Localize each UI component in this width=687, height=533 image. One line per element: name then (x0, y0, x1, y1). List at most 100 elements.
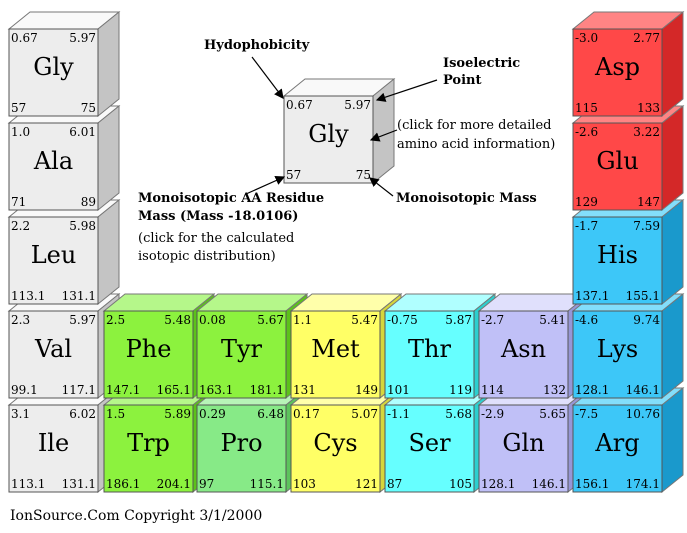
monoisotopic-mass-value: 174.1 (625, 477, 660, 491)
isoelectric-point-value: 5.97 (69, 31, 96, 45)
isoelectric-point-value: 5.47 (351, 313, 378, 327)
isoelectric-point-value: 3.22 (633, 125, 660, 139)
residue-mass-value[interactable]: 71 (11, 195, 27, 209)
amino-acid-symbol: His (597, 241, 638, 269)
amino-acid-symbol: Arg (595, 429, 640, 457)
monoisotopic-mass-value: 131.1 (61, 477, 96, 491)
isoelectric-point-value: 7.59 (633, 219, 660, 233)
legend-cube-face[interactable]: 0.67 5.97 Gly 57 75 (284, 96, 373, 183)
residue-mass-value[interactable]: 113.1 (11, 289, 46, 303)
amino-acid-symbol: Tyr (220, 335, 263, 363)
monoisotopic-mass-value: 89 (80, 195, 96, 209)
footer-copyright: IonSource.Com Copyright 3/1/2000 (10, 508, 263, 524)
monoisotopic-mass-value: 146.1 (625, 383, 660, 397)
residue-mass-value[interactable]: 99.1 (11, 383, 38, 397)
residue-mass-value[interactable]: 103 (293, 477, 316, 491)
click-isotopic-line2: isotopic distribution) (138, 249, 276, 264)
residue-mass-value[interactable]: 163.1 (199, 383, 234, 397)
monoisotopic-mass-value: 146.1 (531, 477, 566, 491)
cube-his-shading (571, 198, 685, 306)
click-detail-line1: (click for more detailed (397, 118, 552, 133)
arrow-hydrophobicity (251, 56, 284, 99)
hydrophobicity-value: -1.7 (575, 219, 599, 233)
click-detail-line2: amino acid information) (397, 137, 556, 152)
legend-residue-mass[interactable]: 57 (286, 168, 302, 182)
hydrophobicity-value: -4.6 (575, 313, 599, 327)
residue-mass-value[interactable]: 137.1 (575, 289, 610, 303)
amino-acid-symbol: Trp (127, 429, 170, 457)
residue-mass-value[interactable]: 131 (293, 383, 316, 397)
isoelectric-point-value: 2.77 (633, 31, 660, 45)
residue-mass-value[interactable]: 114 (481, 383, 504, 397)
residue-mass-value[interactable]: 156.1 (575, 477, 610, 491)
amino-acid-symbol: Thr (408, 335, 451, 363)
cube-gly-shading (7, 10, 121, 118)
monoisotopic-mass-value: 105 (449, 477, 472, 491)
amino-acid-symbol: Val (34, 335, 73, 363)
residue-mass-value[interactable]: 115 (575, 101, 598, 115)
cube-lys-shading (571, 292, 685, 400)
residue-mass-value[interactable]: 128.1 (481, 477, 516, 491)
hydrophobicity-value: -7.5 (575, 407, 599, 421)
hydrophobicity-value: 1.5 (106, 407, 126, 421)
residue-mass-value[interactable]: 129 (575, 195, 598, 209)
hydrophobicity-value: 2.2 (11, 219, 31, 233)
isoelectric-point-value: 5.65 (539, 407, 566, 421)
hydrophobicity-value: 0.08 (199, 313, 226, 327)
isoelectric-point-value: 6.01 (69, 125, 96, 139)
residue-mass-value[interactable]: 113.1 (11, 477, 46, 491)
hydrophobicity-value: 2.5 (106, 313, 126, 327)
isoelectric-point-value: 5.97 (69, 313, 96, 327)
hydrophobicity-value: 1.0 (11, 125, 31, 139)
isoelectric-label-line1: Isoelectric (443, 56, 521, 71)
residue-mass-value[interactable]: 147.1 (106, 383, 141, 397)
amino-acid-symbol: Phe (125, 335, 172, 363)
isoelectric-point-value: 5.89 (164, 407, 191, 421)
isoelectric-point-value: 5.48 (164, 313, 191, 327)
amino-acid-symbol: Leu (30, 241, 77, 269)
amino-acid-symbol: Ala (33, 147, 74, 175)
amino-acid-symbol: Gly (33, 53, 74, 81)
residue-mass-value[interactable]: 87 (387, 477, 403, 491)
residue-mass-value[interactable]: 128.1 (575, 383, 610, 397)
amino-acid-symbol: Lys (596, 335, 639, 363)
monoisotopic-mass-value: 75 (80, 101, 96, 115)
residue-mass-value[interactable]: 101 (387, 383, 410, 397)
isoelectric-point-value: 6.48 (257, 407, 284, 421)
residue-mass-value[interactable]: 97 (199, 477, 215, 491)
amino-acid-symbol: Met (311, 335, 360, 363)
residue-mass-value[interactable]: 186.1 (106, 477, 141, 491)
residue-mass-value[interactable]: 57 (11, 101, 27, 115)
hydrophobicity-value: 0.17 (293, 407, 320, 421)
hydrophobicity-value: 0.67 (11, 31, 38, 45)
amino-acid-symbol: Ile (37, 429, 70, 457)
legend-cube-shading (282, 77, 396, 185)
residue-mass-label-line1: Monoisotopic AA Residue (138, 191, 325, 206)
